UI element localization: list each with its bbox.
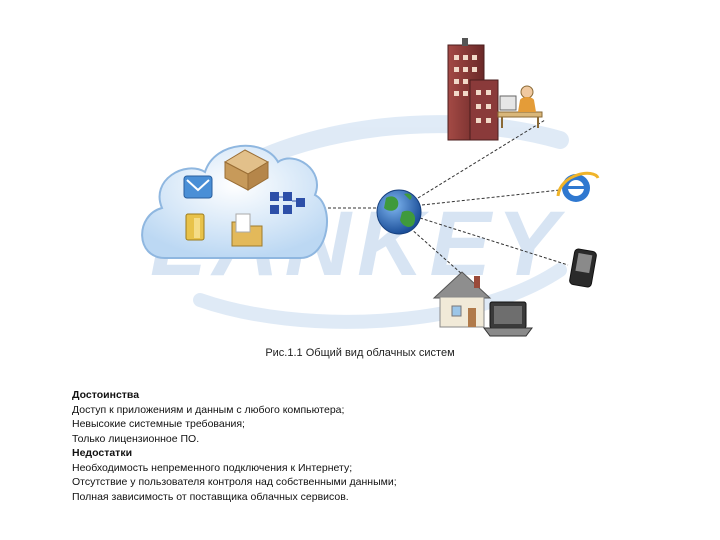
mobile-phone-icon (569, 248, 597, 288)
figure-caption: Рис.1.1 Общий вид облачных систем (265, 347, 455, 359)
office-building-icon (447, 38, 499, 141)
disadvantages-item: Необходимость непременного подключения к… (72, 461, 353, 474)
document-icon (185, 213, 205, 241)
disadvantages-item: Отсутствие у пользователя контроля над с… (72, 476, 397, 488)
laptop-icon (483, 301, 533, 337)
package-icon (223, 149, 270, 191)
advantages-item: Только лицензионное ПО. (72, 432, 200, 445)
advantages-heading: Достоинства (72, 389, 140, 401)
mail-icon (183, 175, 213, 199)
cloud-system-diagram: LANKEY (141, 38, 600, 337)
folder-icon (231, 213, 263, 247)
connector-globe-phone (419, 217, 569, 266)
disadvantages-heading: Недостатки (72, 447, 133, 459)
advantages-item: Невысокие системные требования; (72, 418, 245, 430)
worker-at-desk-icon (497, 85, 543, 128)
disadvantages-item: Полная зависимость от поставщика облачны… (72, 490, 349, 503)
advantages-item: Доступ к приложениям и данным с любого к… (72, 403, 345, 416)
network-icon (270, 192, 305, 214)
internet-explorer-icon (556, 171, 600, 202)
connector-globe-browser (421, 189, 561, 206)
house-icon (432, 271, 492, 328)
pros-cons-text: Достоинства Доступ к приложениям и данны… (72, 388, 672, 504)
globe-icon (376, 189, 422, 235)
